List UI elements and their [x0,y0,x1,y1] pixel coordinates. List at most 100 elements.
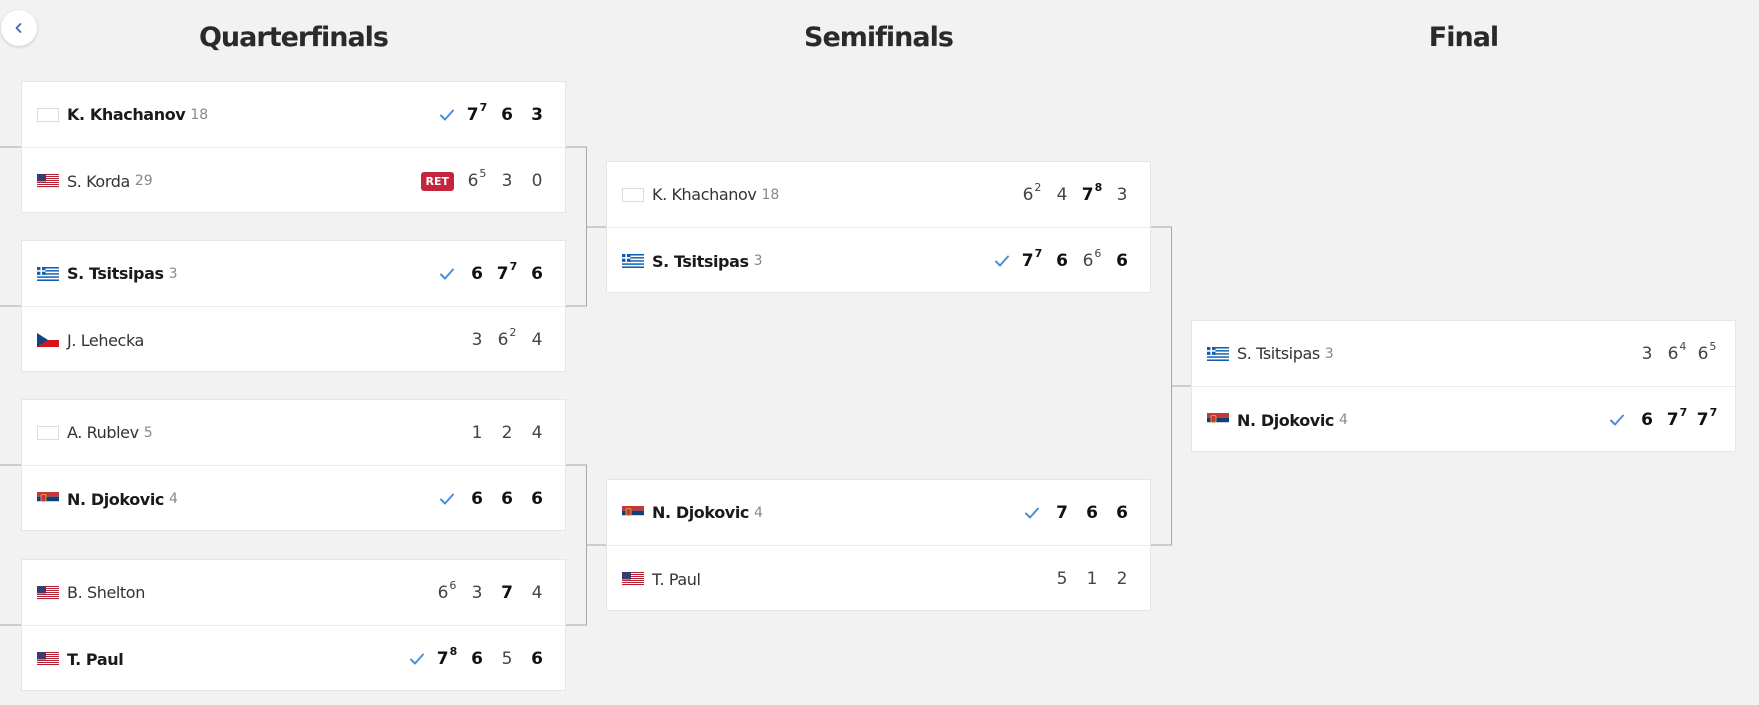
set-games: 2 [1116,569,1128,589]
set-score: 65 [1692,340,1722,364]
back-button[interactable] [1,10,37,46]
player-name[interactable]: K. Khachanov [652,185,757,204]
player-seed: 29 [134,173,153,189]
set-games: 6 [1641,410,1653,430]
set-games: 3 [501,171,513,191]
set-games: 6 [471,263,483,284]
set-games: 7 [436,649,449,669]
set-score: 4 [522,423,552,443]
tiebreak-score: 7 [1679,406,1688,419]
set-games: 6 [467,171,479,191]
set-games: 6 [501,104,513,125]
chevron-left-icon [13,19,25,38]
set-score: 2 [492,423,522,443]
set-games: 3 [1116,184,1128,205]
player-seed: 3 [1324,345,1334,362]
check-icon [408,651,426,667]
set-games: 7 [1056,502,1068,523]
set-score: 4 [522,330,552,350]
set-games: 5 [1056,569,1068,589]
player-name[interactable]: S. Tsitsipas [67,264,164,283]
set-games: 6 [531,489,543,509]
set-games: 6 [437,582,449,603]
set-score: 62 [492,326,522,350]
set-games: 6 [471,489,483,509]
set-games: 5 [501,649,513,669]
player-name[interactable]: T. Paul [652,569,701,589]
set-score: 1 [462,423,492,443]
set-games: 7 [466,104,479,125]
set-games: 7 [1696,410,1709,430]
flag-gr-icon [622,254,644,268]
tiebreak-score: 2 [1034,180,1042,194]
set-score: 78 [432,645,462,669]
set-score: 6 [1107,251,1137,271]
player-seed: 4 [169,491,178,507]
player-name[interactable]: S. Korda [67,171,130,191]
set-score: 77 [462,101,492,125]
player-name[interactable]: T. Paul [67,649,124,669]
tiebreak-score: 7 [1709,406,1718,419]
tiebreak-score: 5 [479,167,487,180]
player-seed: 18 [190,106,209,123]
set-games: 1 [1086,569,1098,589]
set-score: 62 [1017,181,1047,205]
check-icon [993,253,1011,269]
player-name[interactable]: S. Tsitsipas [1237,344,1320,363]
player-name[interactable]: S. Tsitsipas [652,251,749,271]
set-games: 6 [1056,251,1068,271]
set-score: 3 [1107,185,1137,205]
set-score: 4 [522,583,552,603]
player-name[interactable]: A. Rublev [67,423,139,442]
flag-us-icon [37,174,59,188]
set-games: 6 [1022,184,1034,205]
player-name[interactable]: N. Djokovic [1237,410,1334,430]
set-games: 6 [1697,343,1709,364]
set-games: 7 [1666,410,1679,430]
set-score: 6 [1632,410,1662,430]
player-name[interactable]: N. Djokovic [652,503,749,522]
set-score: 3 [492,171,522,191]
check-icon [438,266,456,282]
set-score: 4 [1047,185,1077,205]
set-games: 6 [1667,343,1679,364]
tiebreak-score: 5 [1709,339,1717,353]
retired-badge: RET [420,171,454,191]
check-icon [1023,505,1041,521]
flag-gr-icon [1207,346,1229,361]
tiebreak-score: 4 [1679,339,1687,353]
set-score: 65 [462,167,492,191]
set-score: 6 [462,264,492,284]
set-games: 6 [531,649,543,669]
player-name[interactable]: N. Djokovic [67,489,164,509]
check-icon [1608,412,1626,428]
tiebreak-score: 7 [1034,247,1043,260]
set-score: 64 [1662,340,1692,364]
player-name[interactable]: K. Khachanov [67,105,186,124]
player-name[interactable]: J. Lehecka [67,330,144,350]
player-name[interactable]: B. Shelton [67,583,145,602]
tiebreak-score: 7 [509,259,518,273]
set-games: 6 [471,649,483,669]
